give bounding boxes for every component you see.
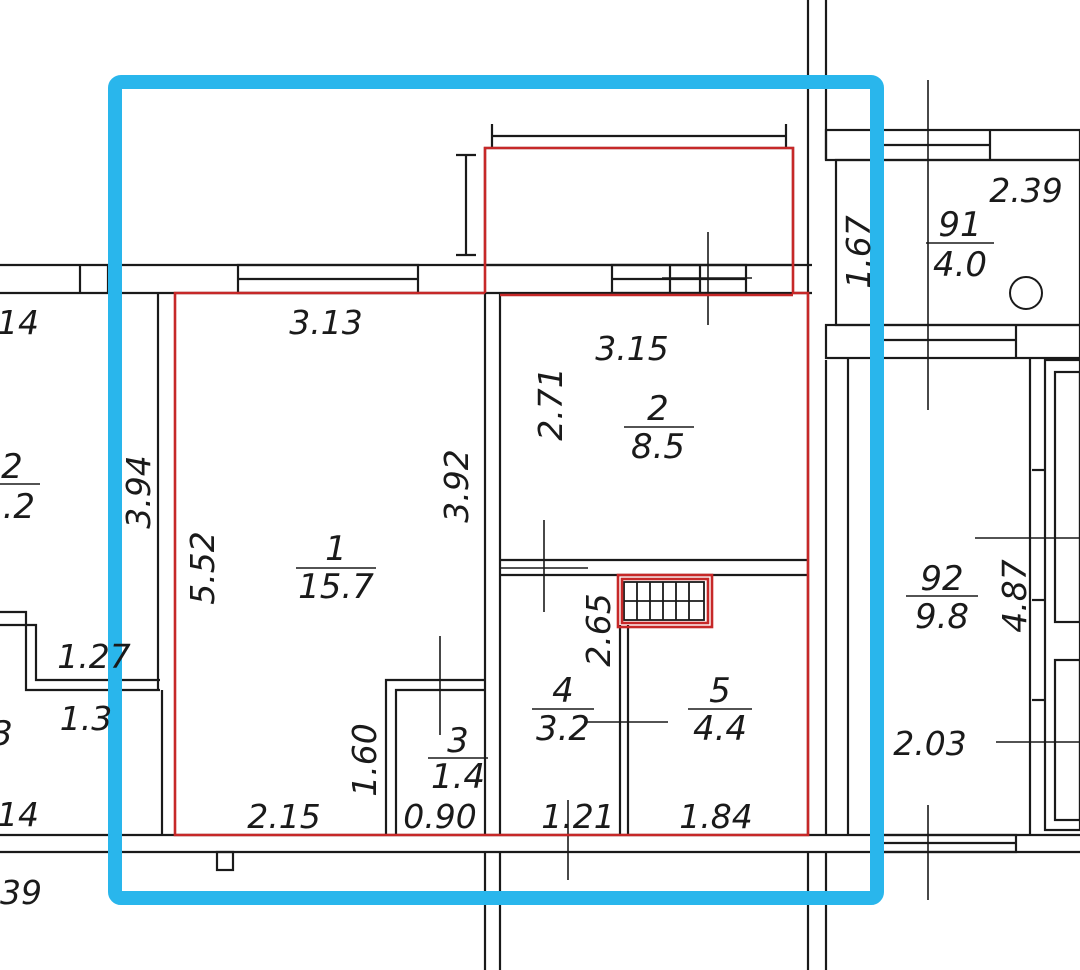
room-number: 92 bbox=[920, 559, 963, 599]
dim-3-13: 3.13 bbox=[289, 303, 362, 342]
apartment-outline bbox=[173, 146, 810, 837]
dim-3-92: 3.92 bbox=[437, 449, 476, 522]
room-number: 5 bbox=[709, 671, 731, 711]
room-label-4: 4 3.2 bbox=[532, 671, 594, 749]
dimensions: 3.13 3.15 2.15 0.90 1.21 1.84 2.39 2.03 … bbox=[0, 171, 1063, 912]
room-area: 1.2 bbox=[0, 487, 35, 527]
ventilation-grille-icon bbox=[623, 581, 705, 621]
axis-marks bbox=[439, 80, 1080, 900]
room-area: 8.5 bbox=[631, 427, 685, 467]
dim-1-67: 1.67 bbox=[839, 215, 878, 288]
selection-box bbox=[108, 75, 884, 905]
dim-1-60: 1.60 bbox=[345, 723, 384, 796]
dim-1-27: 1.27 bbox=[57, 637, 130, 676]
room-label-left-2: 2 1.2 bbox=[0, 447, 40, 527]
dim-1-21: 1.21 bbox=[541, 797, 614, 836]
dim-4-87: 4.87 bbox=[995, 559, 1034, 632]
room-label-left-3: 3 bbox=[0, 714, 13, 754]
dim-5-52: 5.52 bbox=[183, 531, 222, 604]
room-label-92: 92 9.8 bbox=[906, 559, 978, 637]
dim-0-90: 0.90 bbox=[403, 797, 476, 836]
room-label-3: 3 1.4 bbox=[428, 721, 488, 797]
room-label-1: 1 15.7 bbox=[296, 529, 376, 607]
room-number: 2 bbox=[647, 389, 669, 429]
room-area: 4.4 bbox=[693, 709, 747, 749]
room-area: 9.8 bbox=[915, 597, 969, 637]
round-fixture-icon bbox=[1009, 276, 1043, 310]
dim-2-15: 2.15 bbox=[247, 797, 320, 836]
room-area: 3.2 bbox=[536, 709, 590, 749]
dim-2-71: 2.71 bbox=[531, 367, 570, 440]
dim-3-94: 3.94 bbox=[119, 455, 158, 528]
room-area: 1.4 bbox=[431, 757, 485, 797]
room-label-2: 2 8.5 bbox=[624, 389, 694, 467]
dim-3-15: 3.15 bbox=[595, 329, 668, 368]
dim-1-84: 1.84 bbox=[679, 797, 752, 836]
room-area: 4.0 bbox=[933, 245, 987, 285]
room-number: 4 bbox=[552, 671, 574, 711]
dim-39: 39 bbox=[0, 873, 42, 912]
room-number: 3 bbox=[447, 721, 469, 761]
room-number: 91 bbox=[938, 205, 981, 245]
dim-1-3: 1.3 bbox=[60, 699, 112, 738]
dim-2-03: 2.03 bbox=[893, 724, 966, 763]
dim-2-65: 2.65 bbox=[579, 593, 618, 666]
room-area: 15.7 bbox=[298, 567, 374, 607]
room-number: 2 bbox=[1, 447, 23, 487]
dim-2-39: 2.39 bbox=[989, 171, 1062, 210]
room-label-5: 5 4.4 bbox=[688, 671, 752, 749]
room-number: 1 bbox=[325, 529, 347, 569]
room-label-91: 91 4.0 bbox=[926, 205, 994, 285]
dim-14-bottom: 14 bbox=[0, 795, 39, 834]
dim-14-top: 14 bbox=[0, 303, 39, 342]
room-number: 3 bbox=[0, 714, 13, 754]
